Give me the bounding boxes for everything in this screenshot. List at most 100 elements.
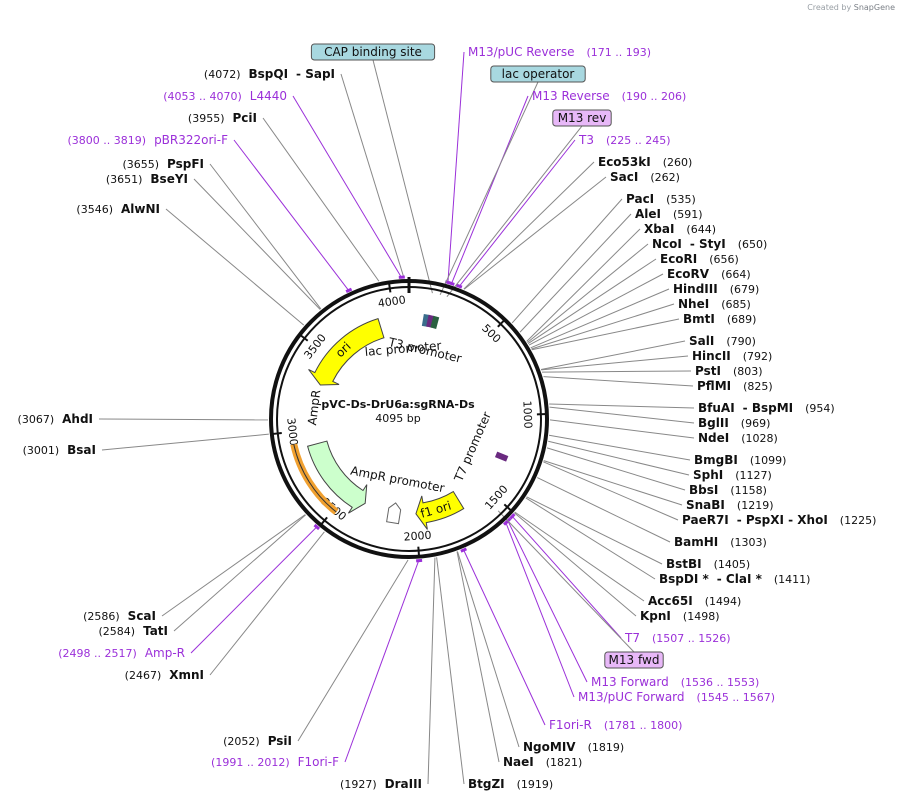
site-label[interactable]: (3955)PciI xyxy=(188,111,257,125)
svg-text:(3800 .. 3819)pBR322ori-F: (3800 .. 3819) pBR322ori-F xyxy=(68,133,229,147)
site-label[interactable]: PaeR7I- PspXI - XhoI(1225) xyxy=(682,513,876,527)
site-label[interactable]: KpnI(1498) xyxy=(640,609,719,623)
primer-label[interactable]: (2498 .. 2517)Amp-R xyxy=(58,646,185,660)
svg-text:(3955)PciI: (3955)PciI xyxy=(188,111,257,125)
site-label[interactable]: BtgZI(1919) xyxy=(468,777,553,791)
label-name: L4440 xyxy=(250,89,287,103)
site-label[interactable]: XbaI(644) xyxy=(644,222,716,236)
primer-label[interactable]: M13/pUC Reverse(171 .. 193) xyxy=(468,45,651,59)
site-label[interactable]: NgoMIV(1819) xyxy=(523,740,624,754)
site-label[interactable]: BspDI *- ClaI *(1411) xyxy=(659,572,810,586)
site-label[interactable]: HindIII(679) xyxy=(673,282,759,296)
svg-text:M13 Forward(1536 .. 1553): M13 Forward(1536 .. 1553) xyxy=(591,675,759,689)
label-name: Amp-R xyxy=(145,646,185,660)
site-label[interactable]: EcoRI(656) xyxy=(660,252,739,266)
leader-line xyxy=(190,525,318,654)
site-label[interactable]: PacI(535) xyxy=(626,192,696,206)
site-label[interactable]: BfuAI- BspMI(954) xyxy=(698,401,835,415)
site-label[interactable]: BglII(969) xyxy=(698,416,770,430)
leader-line xyxy=(528,273,664,346)
site-label[interactable]: SacI (262) xyxy=(610,170,680,184)
leader-line xyxy=(446,125,583,298)
site-label[interactable]: Eco53kI(260) xyxy=(598,155,692,169)
leader-line xyxy=(527,243,649,343)
site-label[interactable]: (3001)BsaI xyxy=(23,443,96,457)
site-label[interactable]: BmgBI(1099) xyxy=(694,453,786,467)
primer-label[interactable]: (4053 .. 4070)L4440 xyxy=(163,89,287,103)
site-label[interactable]: (4072)BspQI- SapI xyxy=(204,67,335,81)
label-position: (1498) xyxy=(683,610,720,623)
primer-label[interactable]: F1ori-R(1781 .. 1800) xyxy=(549,718,682,732)
label-position: (1225) xyxy=(840,514,877,527)
site-label[interactable]: (3067)AhdI xyxy=(18,412,93,426)
site-label[interactable]: BstBI(1405) xyxy=(666,557,750,571)
site-label[interactable]: HincII(792) xyxy=(692,349,772,363)
site-label[interactable]: BmtI(689) xyxy=(683,312,756,326)
label-name: SacI xyxy=(610,170,638,184)
leader-line xyxy=(439,81,539,296)
feature-box xyxy=(604,651,664,669)
tick-label: 2000 xyxy=(403,529,432,544)
primer-tick xyxy=(313,523,321,531)
site-label[interactable]: PstI(803) xyxy=(695,364,763,378)
site-label[interactable]: (3655)PspFI xyxy=(122,157,204,171)
label-position: (1028) xyxy=(741,432,778,445)
label-name: ScaI xyxy=(128,609,156,623)
site-label[interactable]: SalI(790) xyxy=(689,334,756,348)
svg-text:F1ori-R(1781 .. 1800): F1ori-R(1781 .. 1800) xyxy=(549,718,682,732)
site-label[interactable]: BbsI(1158) xyxy=(689,483,767,497)
label-name: HindIII xyxy=(673,282,718,296)
site-label[interactable]: (2586)ScaI xyxy=(83,609,156,623)
site-label[interactable]: SphI(1127) xyxy=(693,468,772,482)
primer-label[interactable]: M13 Forward(1536 .. 1553) xyxy=(591,675,759,689)
label-position: (803) xyxy=(733,365,763,378)
label-position: (3001) xyxy=(23,444,60,457)
credit-prefix: Created by xyxy=(807,3,852,12)
site-label[interactable]: (2467)XmnI xyxy=(125,668,204,682)
site-label[interactable]: NaeI(1821) xyxy=(503,755,582,769)
label-name: HincII xyxy=(692,349,731,363)
site-label[interactable]: PflMI(825) xyxy=(697,379,773,393)
site-label[interactable]: (1927)DraIII xyxy=(340,777,422,791)
primer-label[interactable]: T3(225 .. 245) xyxy=(578,133,671,147)
primer-label[interactable]: (1991 .. 2012)F1ori-F xyxy=(211,755,339,769)
site-label[interactable]: AleI(591) xyxy=(635,207,703,221)
site-label[interactable]: (3651)BseYI xyxy=(106,172,188,186)
svg-text:BglII(969): BglII(969) xyxy=(698,416,770,430)
feature-box-label[interactable]: M13 fwd xyxy=(604,651,664,669)
site-label[interactable]: SnaBI(1219) xyxy=(686,498,773,512)
site-label[interactable]: NdeI(1028) xyxy=(698,431,778,445)
primer-label[interactable]: T7(1507 .. 1526) xyxy=(624,631,731,645)
feature-box-label[interactable]: CAP binding site xyxy=(310,43,436,61)
site-label[interactable]: (3546)AlwNI xyxy=(76,202,160,216)
label-position: (954) xyxy=(805,402,835,415)
site-label[interactable]: BamHI(1303) xyxy=(674,535,767,549)
primer-tick xyxy=(345,287,353,293)
svg-text:T3(225 .. 245): T3(225 .. 245) xyxy=(578,133,671,147)
site-label[interactable]: NcoI- StyI(650) xyxy=(652,237,767,251)
site-label[interactable]: EcoRV(664) xyxy=(667,267,751,281)
label-name: AlwNI xyxy=(121,202,160,216)
feature-box-label[interactable]: M13 rev xyxy=(552,109,612,127)
primer-label[interactable]: (3800 .. 3819) pBR322ori-F xyxy=(68,133,229,147)
feature-box-label[interactable]: lac operator xyxy=(490,65,586,83)
site-label[interactable]: (2584)TatI xyxy=(98,624,168,638)
label-name: BglII xyxy=(698,416,729,430)
feature-box-text: CAP binding site xyxy=(324,45,422,59)
primer-label[interactable]: M13 Reverse(190 .. 206) xyxy=(532,89,686,103)
label-position: (262) xyxy=(650,171,680,184)
site-label[interactable]: Acc65I(1494) xyxy=(648,594,741,608)
site-label[interactable]: NheI(685) xyxy=(678,297,751,311)
label-position: (3800 .. 3819) xyxy=(68,134,147,147)
primer-label[interactable]: M13/pUC Forward(1545 .. 1567) xyxy=(578,690,775,704)
label-name: BmtI xyxy=(683,312,715,326)
label-name: pBR322ori-F xyxy=(154,133,228,147)
leader-line xyxy=(506,519,588,683)
site-label[interactable]: (2052)PsiI xyxy=(223,734,292,748)
label-name: SphI xyxy=(693,468,723,482)
label-name: PsiI xyxy=(268,734,292,748)
label-position: (591) xyxy=(673,208,703,221)
leader-line xyxy=(511,515,622,639)
